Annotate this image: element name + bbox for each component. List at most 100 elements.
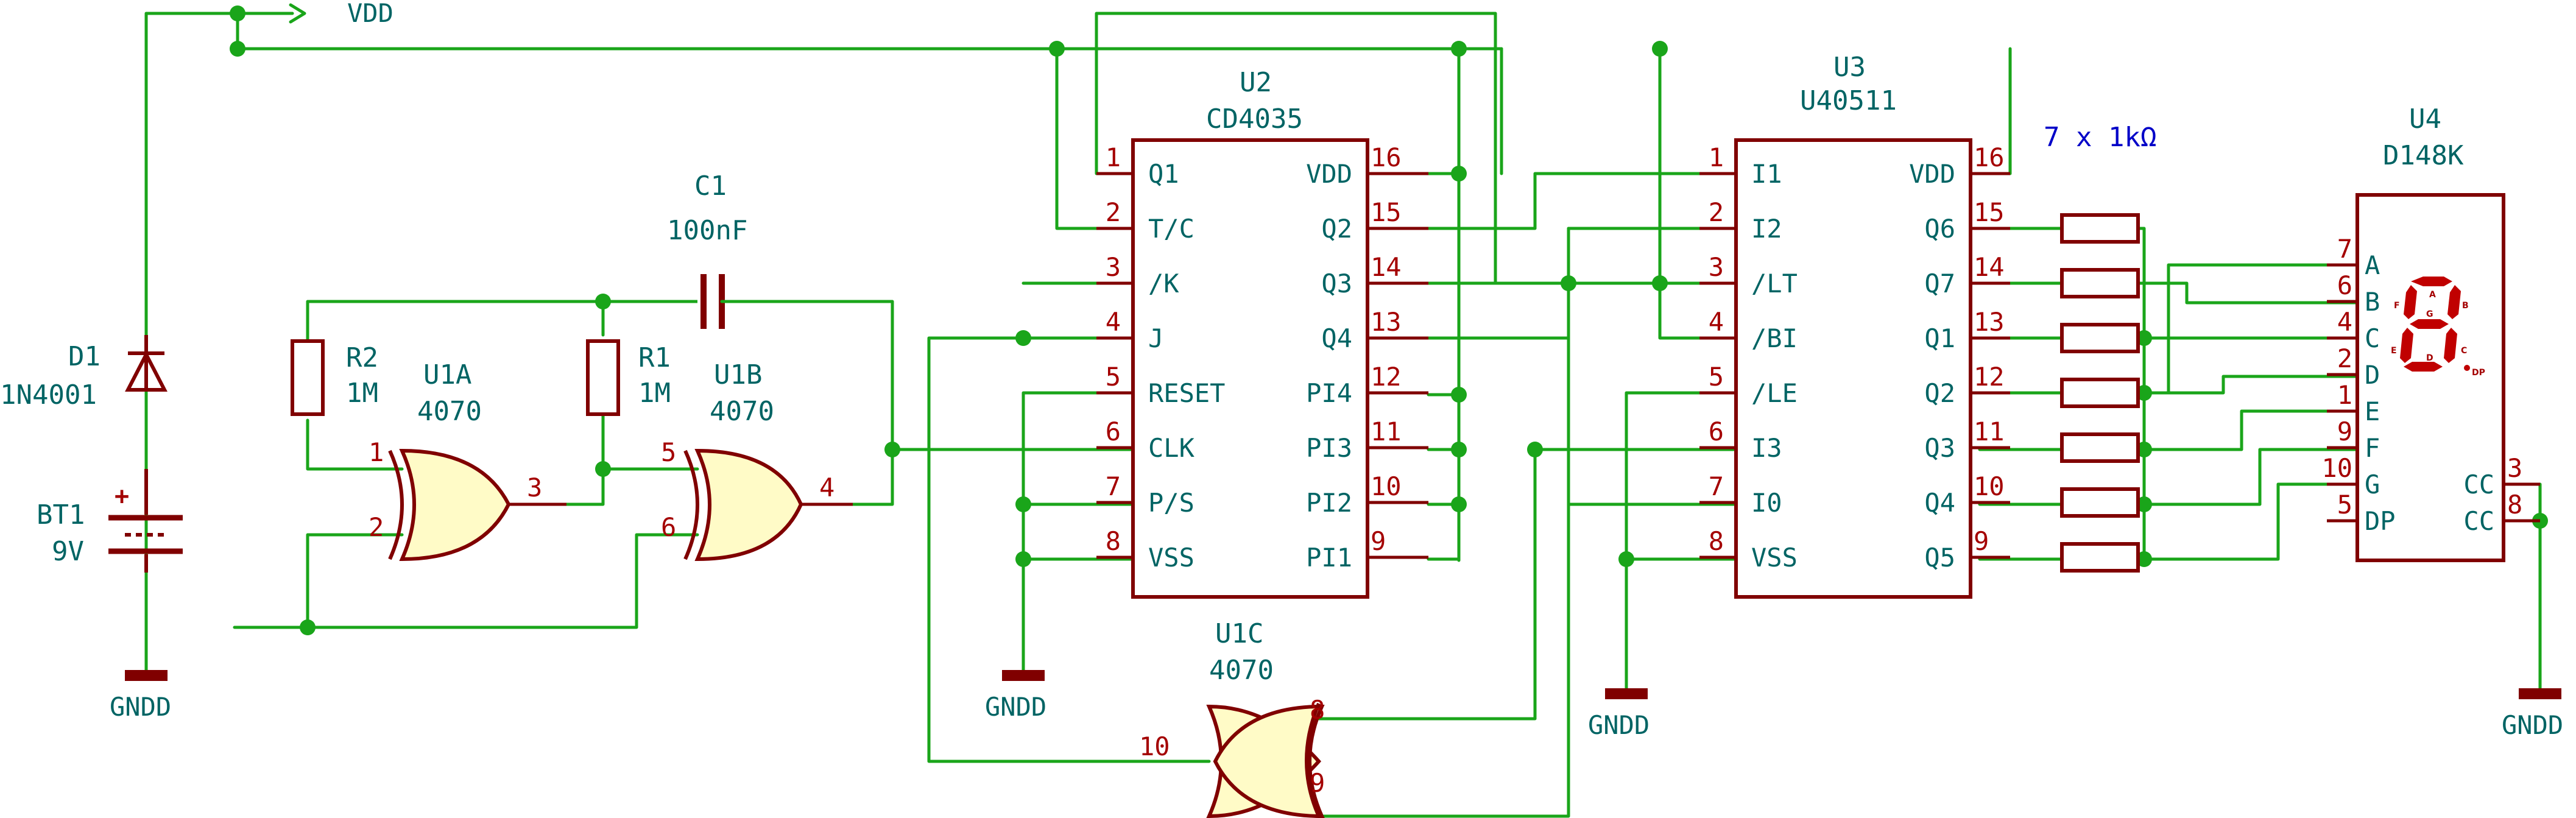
- u1c-value: 4070: [1209, 655, 1274, 686]
- u3-pin-2-name: I2: [1751, 214, 1782, 244]
- u4-pin-3-number: 3: [2507, 453, 2522, 483]
- u2-pin-11-name: PI3: [1306, 433, 1352, 463]
- u3-pin-11-name: Q3: [1924, 433, 1955, 463]
- segment-c-letter: C: [2461, 346, 2467, 356]
- u4-pin-5-name: DP: [2365, 506, 2396, 536]
- segment-g: [2410, 319, 2449, 329]
- u3-pin-10-number: 10: [1974, 471, 2005, 501]
- resistor-r2: R2 1M: [291, 339, 378, 416]
- u2-pin-7-name: P/S: [1148, 488, 1194, 518]
- u3-pin-1-number: 1: [1709, 143, 1724, 172]
- u2-pin-9-name: PI1: [1306, 543, 1352, 573]
- u3-pin-4-name: /BI: [1751, 323, 1798, 353]
- u1a-pin-3: 3: [527, 473, 542, 502]
- array-resistor: [2060, 378, 2140, 408]
- array-resistor: [2060, 268, 2140, 298]
- u1c-ref: U1C: [1215, 618, 1263, 649]
- u2-pin-4-number: 4: [1106, 307, 1121, 337]
- u2-pin-7-number: 7: [1106, 471, 1121, 501]
- gnd-label-u4: GNDD: [2502, 710, 2563, 740]
- u4-pin-8-number: 8: [2507, 490, 2522, 520]
- u2-pin-5-number: 5: [1106, 362, 1121, 392]
- xor-gate-u1c: 8 9 10 U1C 4070: [1139, 618, 1325, 818]
- junction: [1451, 387, 1467, 403]
- u3-pin-15-number: 15: [1974, 197, 2005, 227]
- u2-pin-1-number: 1: [1106, 143, 1121, 172]
- u3-pin-6-name: I3: [1751, 433, 1782, 463]
- u4-pin-7-number: 7: [2337, 234, 2352, 264]
- u3-pin-5-name: /LE: [1751, 378, 1798, 408]
- u3-pin-14-name: Q7: [1924, 269, 1955, 298]
- d1-value: 1N4001: [0, 379, 97, 411]
- u3-pin-3-name: /LT: [1751, 269, 1798, 298]
- gnd-symbol-bt1: GNDD: [110, 670, 171, 722]
- junction: [884, 442, 900, 457]
- xor-gate-u1b: 5 6 4 U1B 4070: [661, 359, 853, 562]
- junction: [2136, 551, 2152, 567]
- gnd-symbol-u3: GNDD: [1588, 688, 1650, 740]
- u4-pin-4-number: 4: [2337, 307, 2352, 337]
- u4-pin-3-name: CC: [2463, 470, 2494, 499]
- u3-pin-8-name: VSS: [1751, 543, 1798, 573]
- xor-gate-u1a: 1 2 3 U1A 4070: [369, 359, 566, 562]
- ic-u2: U2 CD4035 1Q12T/C3/K4J5RESET6CLK7P/S8VSS…: [1096, 67, 1428, 599]
- u3-pin-3-number: 3: [1709, 252, 1724, 282]
- segment-dp: [2464, 365, 2470, 371]
- gnd-label-u2: GNDD: [985, 692, 1046, 722]
- u3-pin-13-number: 13: [1974, 307, 2005, 337]
- resistor-array-7x1k: [2060, 213, 2140, 573]
- u2-pin-12-number: 12: [1371, 362, 1402, 392]
- junction: [230, 41, 245, 57]
- u4-value: D148K: [2383, 140, 2464, 171]
- u1b-pin-4: 4: [819, 473, 835, 502]
- u2-pin-14-name: Q3: [1321, 269, 1352, 298]
- u4-pin-2-number: 2: [2337, 344, 2352, 373]
- battery-bt1: + BT1 9V: [37, 469, 183, 573]
- segment-a-letter: A: [2429, 290, 2436, 300]
- u2-pin-4-name: J: [1148, 323, 1163, 353]
- u2-pin-13-name: Q4: [1321, 323, 1352, 353]
- u3-pin-12-number: 12: [1974, 362, 2005, 392]
- junction: [2136, 496, 2152, 512]
- r2-value: 1M: [346, 378, 378, 409]
- gnd-label-u3: GNDD: [1588, 710, 1650, 740]
- u3-pin-4-number: 4: [1709, 307, 1724, 337]
- vdd-net-label: VDD: [347, 0, 393, 28]
- bt1-value: 9V: [52, 536, 84, 567]
- u2-pin-8-name: VSS: [1148, 543, 1194, 573]
- u4-pin-4-name: C: [2365, 323, 2380, 353]
- u2-pin-1-name: Q1: [1148, 159, 1179, 189]
- u1b-pin-5: 5: [661, 437, 676, 467]
- u4-pin-9-name: F: [2365, 433, 2380, 463]
- c1-ref: C1: [694, 171, 727, 202]
- u2-pin-8-number: 8: [1106, 526, 1121, 556]
- u2-pin-3-name: /K: [1148, 269, 1179, 298]
- u1a-pin-2: 2: [369, 512, 384, 542]
- battery-plus-sign: +: [115, 482, 129, 510]
- u2-pin-13-number: 13: [1371, 307, 1402, 337]
- u2-pin-6-name: CLK: [1148, 433, 1195, 463]
- u2-pin-12-name: PI4: [1306, 378, 1352, 408]
- diode-d1: D1 1N4001: [0, 335, 168, 411]
- segment-e: [2400, 328, 2413, 363]
- junction: [1015, 496, 1031, 512]
- u3-pin-5-number: 5: [1709, 362, 1724, 392]
- u1c-pin-9: 9: [1310, 768, 1325, 798]
- array-resistor: [2060, 487, 2140, 518]
- u2-pin-10-number: 10: [1371, 471, 1402, 501]
- junction: [230, 5, 245, 21]
- resistor-r1: R1 1M: [586, 339, 671, 416]
- u3-pin-14-number: 14: [1974, 252, 2005, 282]
- junction: [2136, 442, 2152, 457]
- gnd-symbol-u2: GNDD: [985, 670, 1046, 722]
- junction: [300, 619, 316, 635]
- junction: [2136, 385, 2152, 401]
- u3-pin-7-name: I0: [1751, 488, 1782, 518]
- u2-pin-5-name: RESET: [1148, 378, 1225, 408]
- u2-pin-6-number: 6: [1106, 417, 1121, 446]
